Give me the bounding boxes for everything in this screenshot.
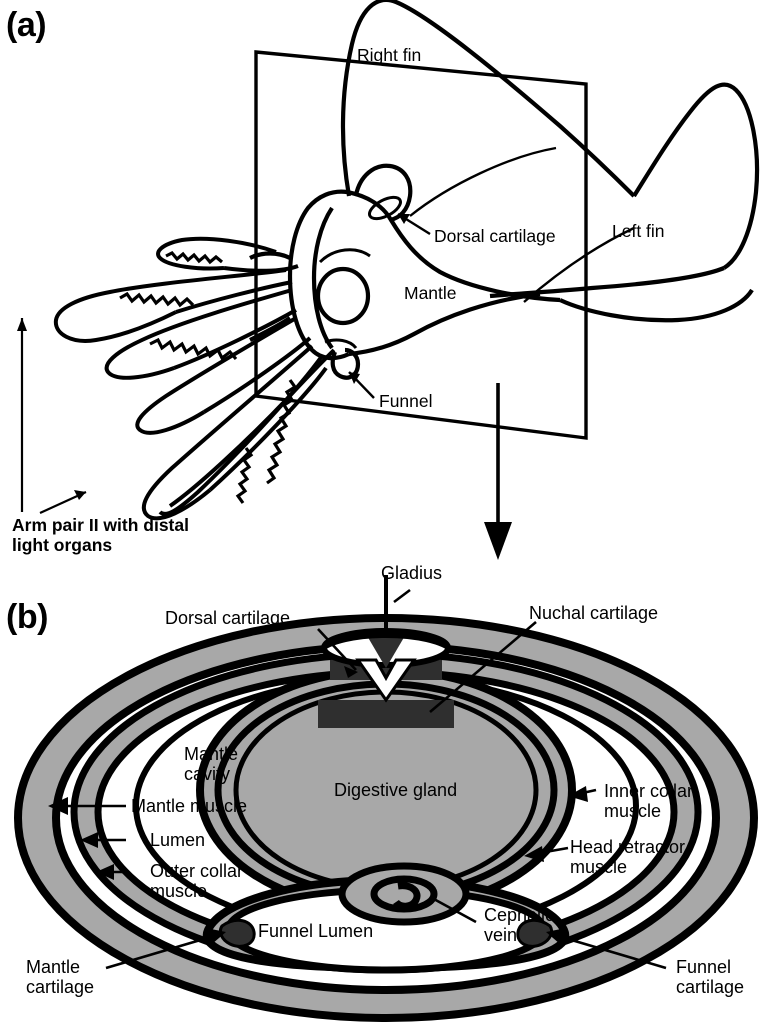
section-plane [254,50,588,440]
label-mantle-cartilage: Mantle cartilage [26,957,95,998]
label-funnel-lumen: Funnel Lumen [258,921,374,941]
label-funnel-cartilage: Funnel cartilage [676,957,745,998]
panel-b-leaders [48,588,667,970]
label-mantle-cavity: Mantle cavity [184,744,239,785]
label-inner-collar-muscle: Inner collar muscle [604,781,694,822]
label-dorsal-cartilage-b: Dorsal cartilage [165,608,291,628]
label-digestive-gland: Digestive gland [334,780,458,800]
label-cephalic-vein: Cephalic vein [484,905,555,946]
label-right-fin: Right fin [357,45,422,65]
label-nuchal-cartilage: Nuchal cartilage [529,603,659,623]
panel-a-leaders [17,212,431,515]
label-mantle: Mantle [404,283,457,303]
label-dorsal-cartilage-a: Dorsal cartilage [434,226,556,246]
label-gladius: Gladius [381,563,443,583]
label-head-retractor-muscle: Head retractor muscle [570,837,686,878]
panel-a-letter: (a) [6,6,47,44]
section-direction-arrow [484,383,512,560]
label-arm-pair-ii: Arm pair II with distal light organs [12,515,189,555]
label-funnel: Funnel [379,391,433,411]
squid-outline [53,0,760,521]
label-mantle-muscle: Mantle muscle [131,796,248,816]
panel-b-letter: (b) [6,598,48,636]
label-left-fin: Left fin [612,221,665,241]
label-lumen: Lumen [150,830,206,850]
label-outer-collar-muscle: Outer collar muscle [150,861,244,902]
cross-section [14,575,758,1022]
